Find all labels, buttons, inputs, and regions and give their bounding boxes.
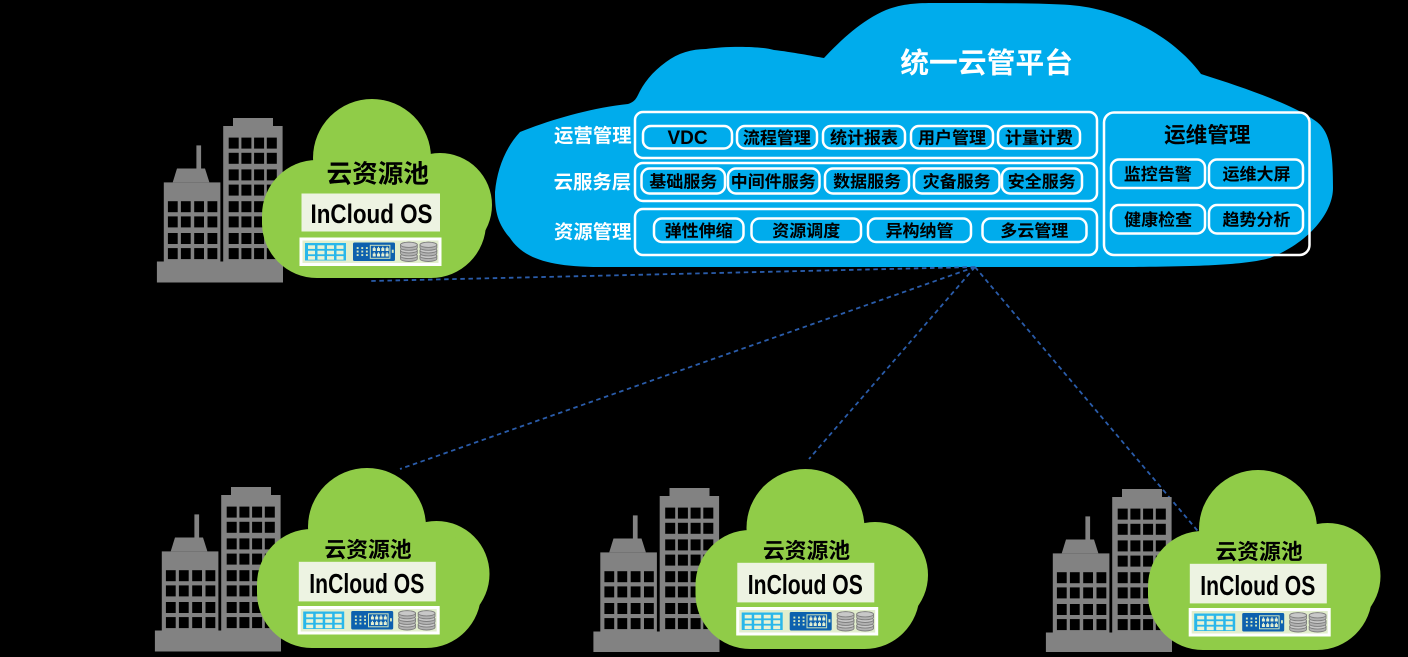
svg-text:InCloud OS: InCloud OS — [311, 199, 433, 229]
svg-text:VDC: VDC — [667, 128, 707, 149]
svg-text:InCloud OS: InCloud OS — [309, 568, 424, 599]
